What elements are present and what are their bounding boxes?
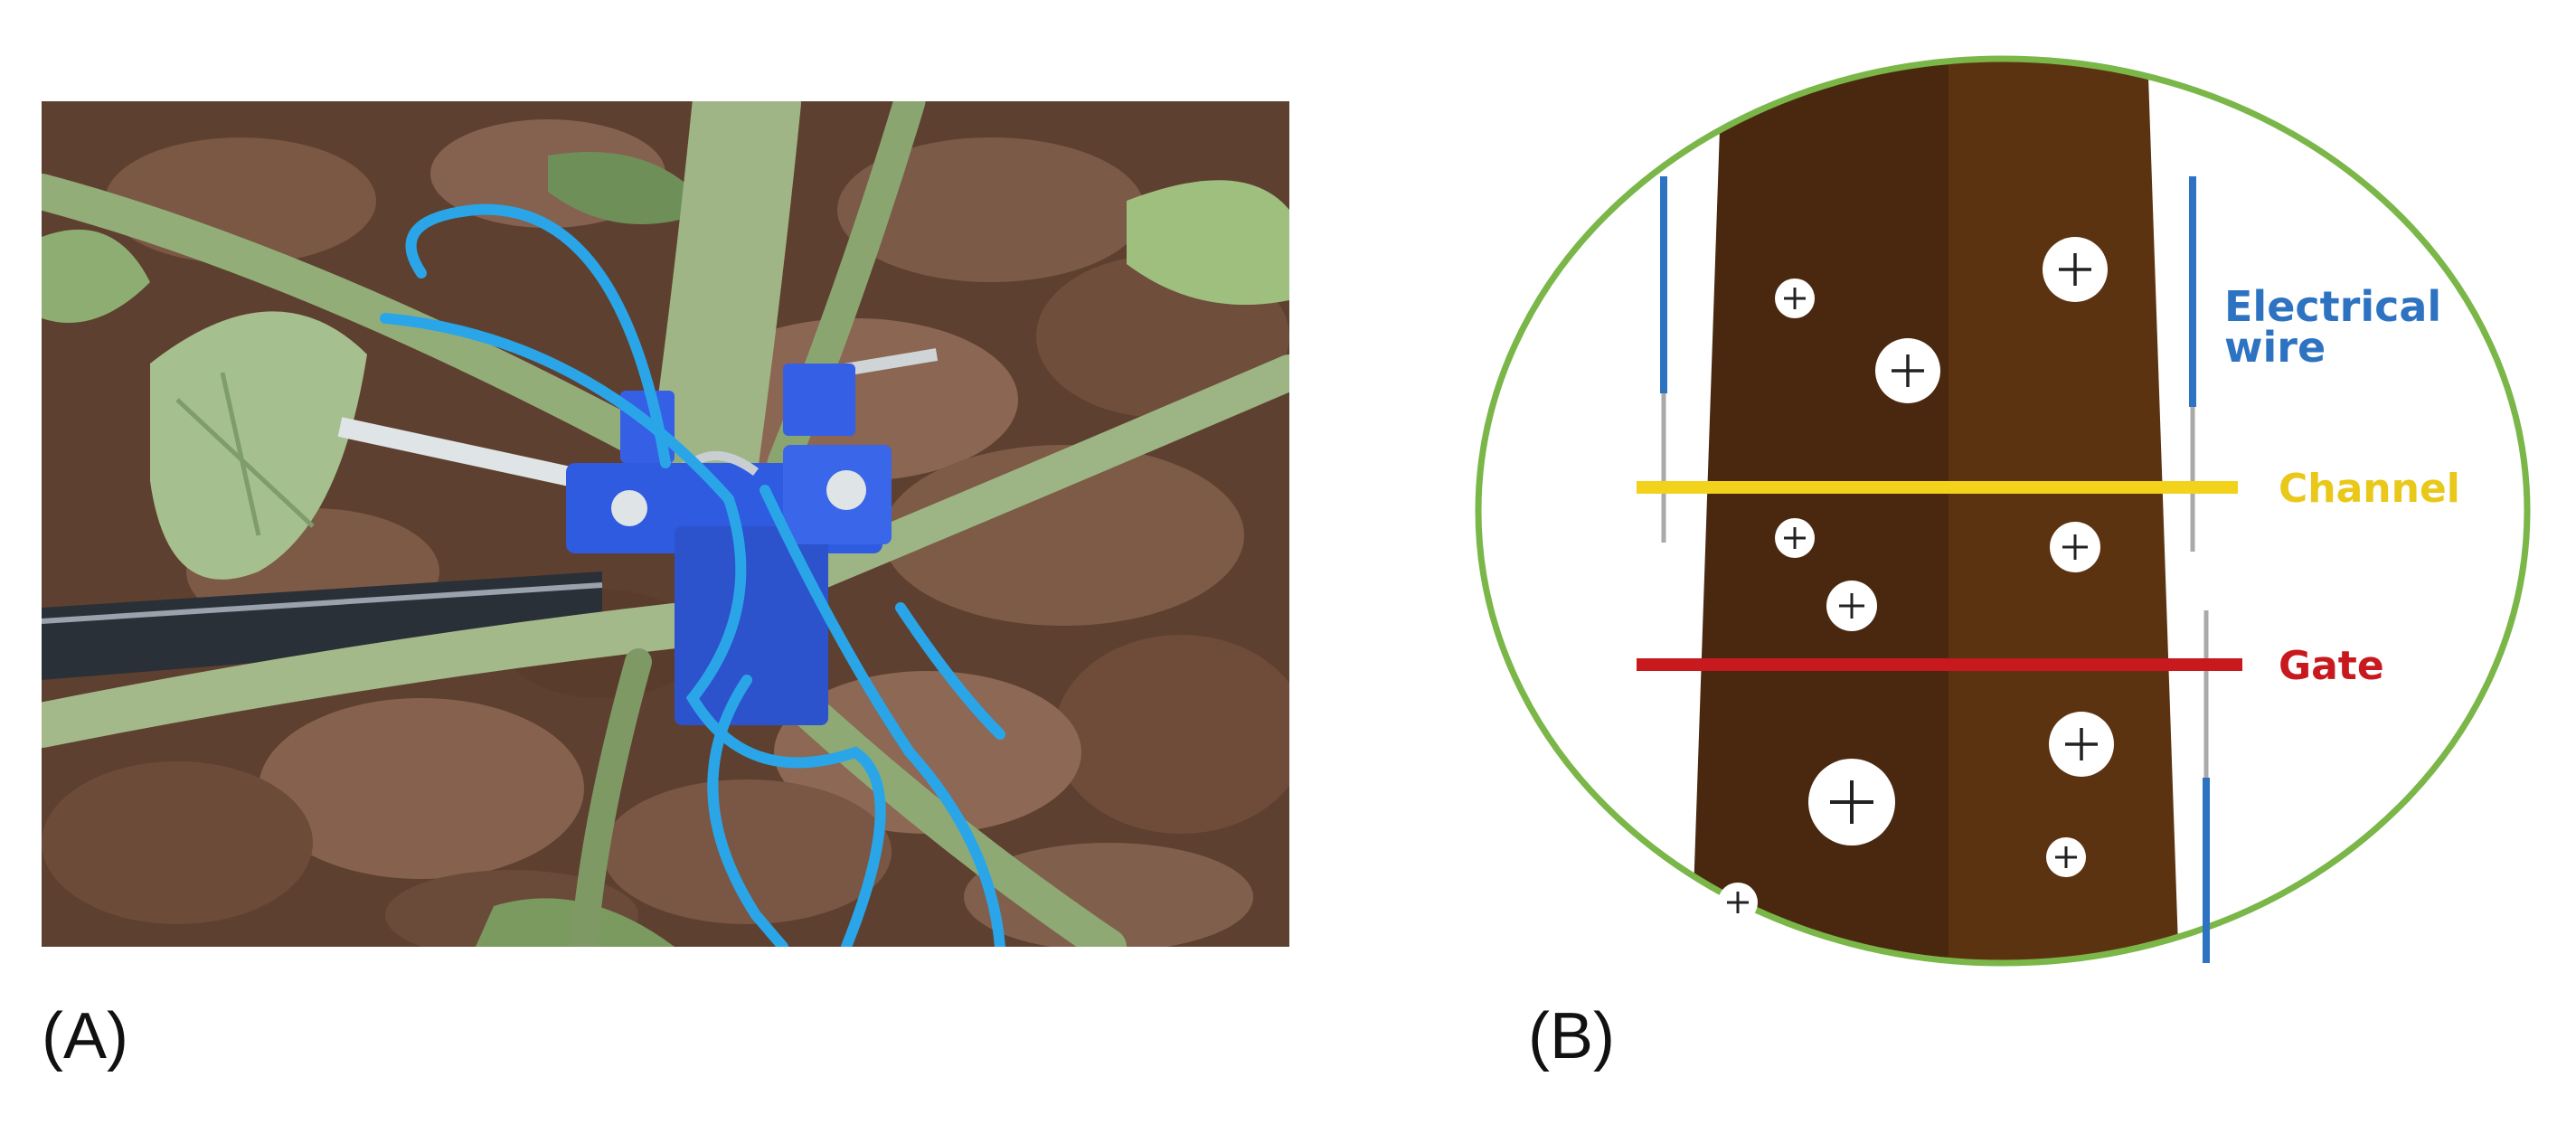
irrigation-pipe — [42, 571, 602, 680]
ion-markers — [1718, 237, 2114, 922]
ion-plus-icon — [1775, 279, 1815, 318]
ion-plus-icon — [2049, 712, 2114, 777]
ion-plus-icon — [2050, 522, 2100, 572]
stem-schematic: Electrical wire Channel Gate — [1465, 50, 2541, 972]
gate-label: Gate — [2279, 643, 2384, 689]
ion-plus-icon — [1808, 759, 1895, 845]
panel-a-label: (A) — [42, 1000, 128, 1072]
ion-plus-icon — [1718, 883, 1758, 922]
plant-stems — [42, 101, 1289, 947]
stem-dark-half — [1691, 59, 1949, 963]
sensor-clip — [566, 364, 892, 725]
ion-plus-icon — [2046, 837, 2086, 877]
electrical-wire-label-line2: wire — [2224, 323, 2326, 372]
stem-light-half — [1949, 59, 2179, 963]
ion-plus-icon — [1775, 518, 1815, 558]
ion-plus-icon — [1826, 581, 1877, 631]
electrical-wire-label: Electrical — [2224, 282, 2441, 331]
ion-plus-icon — [1875, 338, 1940, 403]
panel-b-label: (B) — [1528, 1000, 1615, 1072]
sensor-cables — [380, 203, 1005, 947]
channel-label: Channel — [2279, 466, 2460, 512]
sensor-photo — [42, 101, 1289, 947]
lens-border — [1475, 55, 2531, 967]
ion-plus-icon — [2043, 237, 2108, 302]
